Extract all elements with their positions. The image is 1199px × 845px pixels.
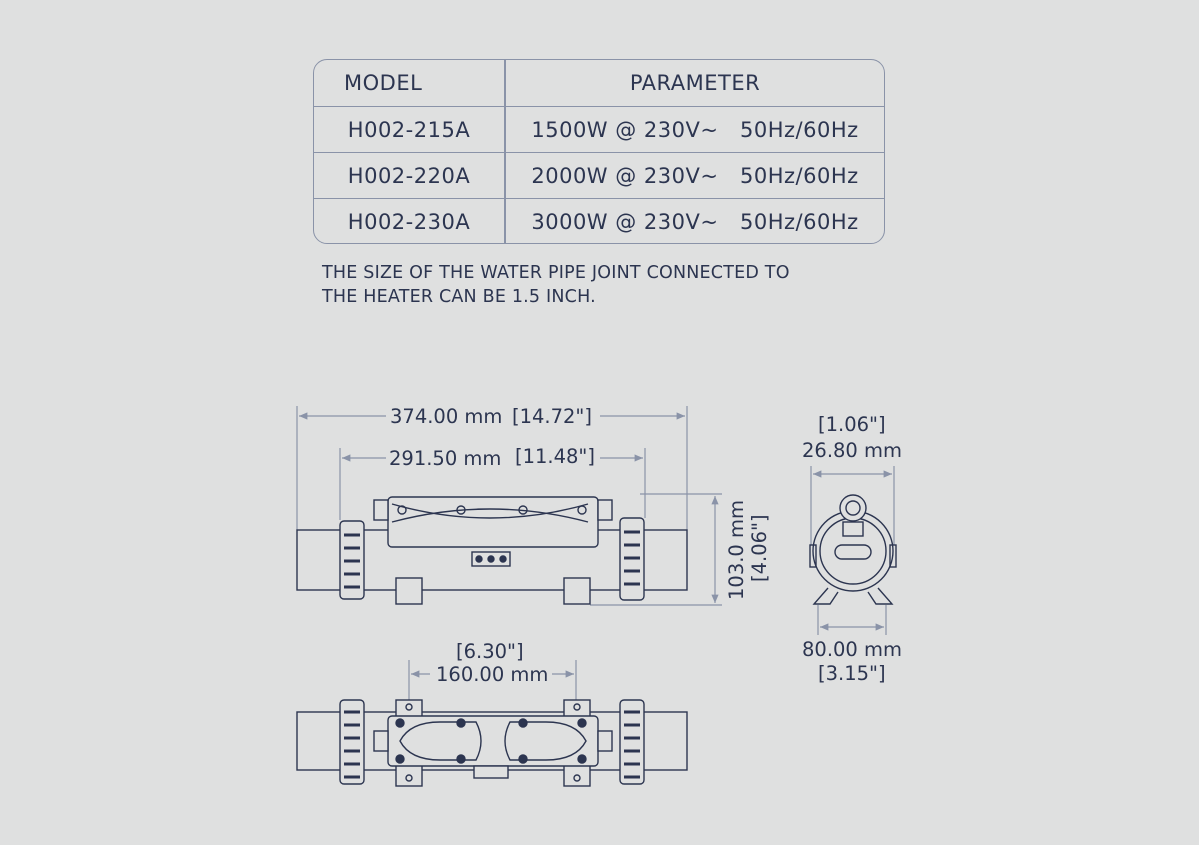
height-mm: 103.0 mm bbox=[725, 500, 748, 600]
parameter-cell: 3000W @ 230V~ 50Hz/60Hz bbox=[531, 210, 859, 234]
spec-table: MODEL PARAMETER H002-215A 1500W @ 230V~ … bbox=[313, 59, 885, 244]
note-line-2: THE HEATER CAN BE 1.5 INCH. bbox=[322, 287, 596, 307]
mount-spacing-mm: 160.00 mm bbox=[436, 663, 548, 686]
foot-span-mm: 80.00 mm bbox=[802, 638, 902, 661]
side-width-mm: 26.80 mm bbox=[802, 439, 902, 462]
header-parameter: PARAMETER bbox=[629, 71, 761, 95]
heater-top-view bbox=[296, 699, 688, 787]
mount-spacing-in: [6.30"] bbox=[456, 640, 524, 663]
model-cell: H002-230A bbox=[347, 210, 471, 234]
note-line-1: THE SIZE OF THE WATER PIPE JOINT CONNECT… bbox=[322, 263, 790, 283]
overall-length-mm: 374.00 mm bbox=[390, 405, 502, 428]
table-row: H002-215A 1500W @ 230V~ 50Hz/60Hz bbox=[314, 107, 884, 153]
table-divider bbox=[504, 60, 506, 243]
parameter-cell: 1500W @ 230V~ 50Hz/60Hz bbox=[531, 117, 859, 142]
heater-front-view bbox=[296, 496, 688, 605]
body-length-in: [11.48"] bbox=[515, 445, 595, 468]
header-model: MODEL bbox=[344, 71, 423, 95]
model-cell: H002-215A bbox=[347, 117, 471, 142]
table-row: H002-230A 3000W @ 230V~ 50Hz/60Hz bbox=[314, 199, 884, 243]
table-row: H002-220A 2000W @ 230V~ 50Hz/60Hz bbox=[314, 153, 884, 199]
table-header-row: MODEL PARAMETER bbox=[314, 60, 884, 107]
heater-side-view bbox=[809, 494, 897, 605]
foot-span-in: [3.15"] bbox=[818, 662, 886, 685]
parameter-cell: 2000W @ 230V~ 50Hz/60Hz bbox=[531, 163, 859, 188]
height-in: [4.06"] bbox=[748, 514, 771, 582]
body-length-mm: 291.50 mm bbox=[389, 447, 501, 470]
model-cell: H002-220A bbox=[347, 163, 471, 188]
pipe-joint-note: THE SIZE OF THE WATER PIPE JOINT CONNECT… bbox=[322, 261, 862, 309]
side-width-in: [1.06"] bbox=[818, 413, 886, 436]
overall-length-in: [14.72"] bbox=[512, 405, 592, 428]
